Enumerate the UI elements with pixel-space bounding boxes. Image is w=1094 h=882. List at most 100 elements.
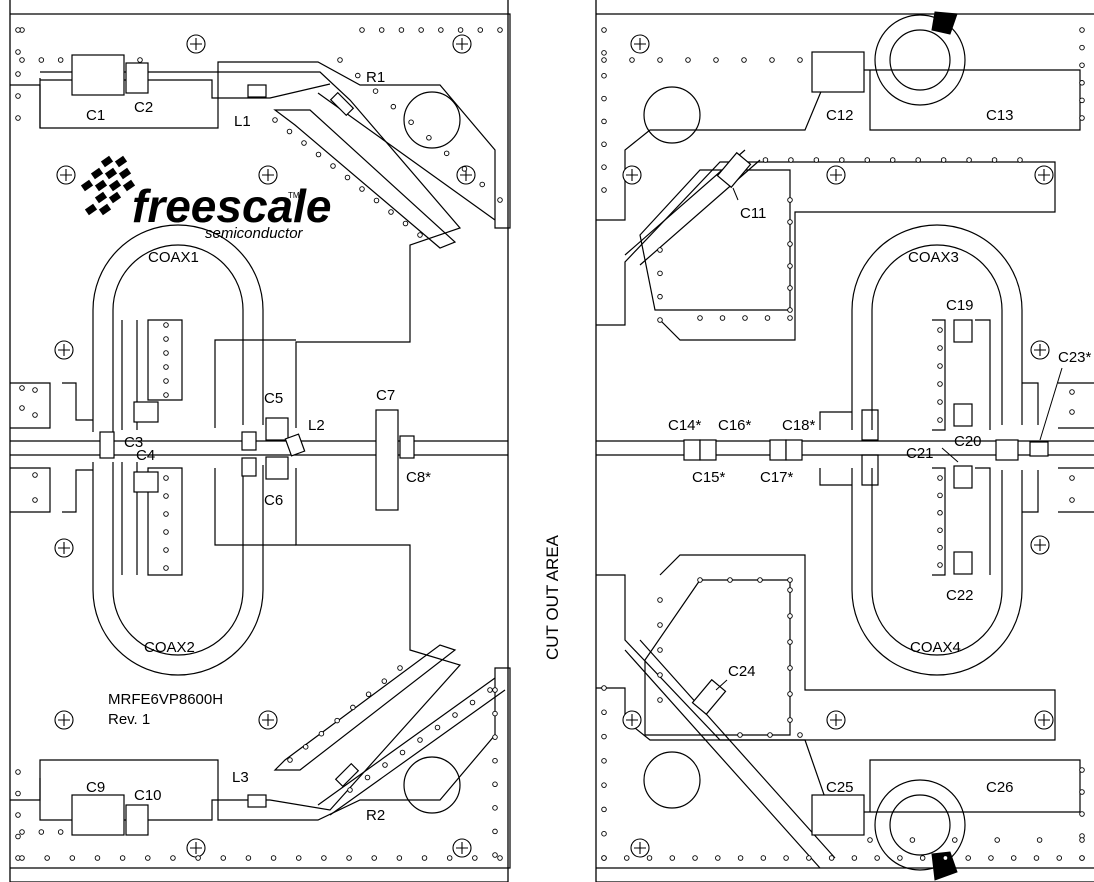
via (897, 855, 903, 861)
via (390, 103, 397, 110)
via (347, 787, 353, 793)
via (461, 166, 468, 172)
via (601, 709, 607, 716)
via (19, 57, 25, 63)
via (937, 381, 943, 387)
via (220, 855, 227, 861)
via (163, 529, 169, 535)
via (787, 315, 793, 321)
via (787, 691, 793, 697)
via (57, 57, 64, 63)
label-l1: L1 (234, 113, 251, 130)
via (601, 733, 607, 740)
via (364, 774, 371, 781)
right-copper (596, 13, 1094, 871)
via (15, 27, 21, 33)
trademark: TM (288, 191, 300, 200)
via (657, 647, 663, 653)
label-c4: C4 (136, 447, 155, 464)
via (378, 27, 385, 33)
mounting-hole (826, 710, 846, 730)
via (163, 364, 169, 370)
via (365, 691, 372, 698)
via (601, 118, 607, 125)
via (937, 345, 943, 351)
via (163, 565, 169, 571)
via (937, 562, 943, 568)
mounting-hole (1034, 165, 1054, 185)
via (874, 855, 880, 861)
via (492, 828, 498, 835)
label-c18: C18* (782, 417, 816, 434)
via (452, 712, 458, 718)
mounting-holes (54, 34, 1054, 858)
label-c5: C5 (264, 390, 283, 407)
via (601, 685, 607, 691)
logo-mark (100, 155, 114, 168)
via (479, 181, 485, 188)
via (38, 57, 45, 63)
via (937, 544, 943, 551)
mounting-hole (1030, 340, 1050, 360)
via (337, 57, 343, 63)
via (163, 475, 169, 481)
via (417, 232, 423, 238)
via (492, 734, 498, 740)
via (1079, 44, 1085, 51)
via (715, 855, 721, 861)
label-c22: C22 (946, 587, 974, 604)
via (163, 378, 169, 384)
mounting-hole (54, 340, 74, 360)
via (492, 805, 498, 811)
via (601, 855, 607, 861)
via (57, 829, 64, 835)
via (372, 88, 379, 94)
label-r2: R2 (366, 807, 385, 824)
via (787, 639, 793, 645)
via (398, 27, 405, 33)
via (787, 717, 793, 723)
label-r1: R1 (366, 69, 385, 86)
via (601, 57, 607, 63)
via (762, 157, 769, 163)
via (713, 57, 719, 63)
mounting-hole (630, 34, 650, 54)
mounting-hole (56, 165, 76, 185)
via (321, 855, 327, 861)
via (937, 327, 943, 333)
logo-mark (90, 167, 104, 180)
via (434, 724, 441, 731)
via (742, 315, 748, 321)
via (787, 241, 793, 247)
mounting-hole (258, 710, 278, 730)
via (867, 837, 873, 843)
via (32, 472, 38, 478)
via (469, 699, 476, 706)
via (69, 855, 76, 861)
via (15, 790, 21, 797)
brand-logo: freescale TM semiconductor (80, 155, 332, 242)
brand-name: freescale (132, 180, 332, 232)
label-c3: C3 (124, 434, 143, 451)
via (350, 704, 356, 711)
via (302, 744, 309, 750)
via (646, 855, 653, 861)
logo-mark (94, 179, 108, 192)
via (1036, 837, 1043, 843)
via (692, 855, 698, 861)
label-c16: C16* (718, 417, 752, 434)
label-c25: C25 (826, 779, 854, 796)
via (163, 350, 169, 356)
via (788, 157, 794, 163)
label-coax2: COAX2 (144, 639, 195, 656)
label-c15: C15* (692, 469, 726, 486)
mounting-hole (258, 165, 278, 185)
via (334, 717, 340, 724)
via (787, 587, 793, 593)
via (1079, 837, 1085, 843)
via (787, 665, 793, 671)
via (937, 417, 943, 423)
via (32, 412, 38, 418)
via (737, 855, 744, 861)
